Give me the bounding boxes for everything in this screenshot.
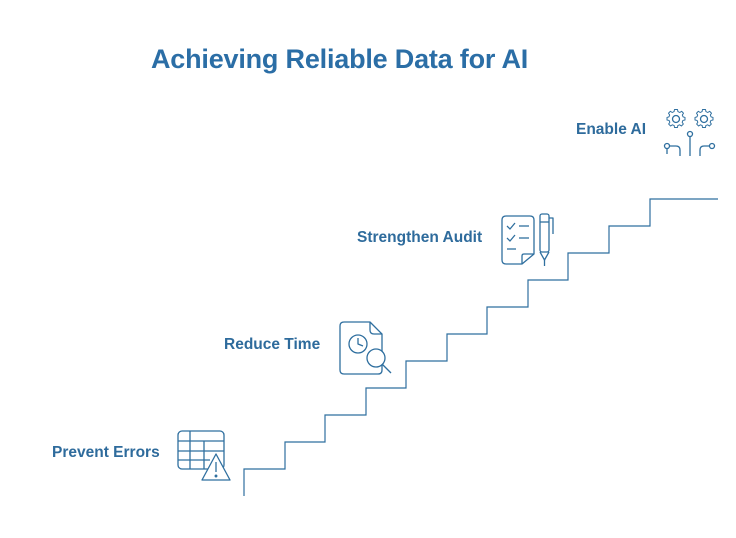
clock-search-icon <box>338 320 394 378</box>
step-label-enable-ai: Enable AI <box>576 121 647 138</box>
step-label-reduce-time: Reduce Time <box>224 336 321 353</box>
gears-circuit-icon <box>662 104 720 160</box>
step-label-prevent-errors: Prevent Errors <box>52 444 160 461</box>
step-label-strengthen-audit: Strengthen Audit <box>357 229 483 246</box>
diagram-title: Achieving Reliable Data for AI <box>151 44 529 74</box>
spreadsheet-warning-icon <box>176 428 234 484</box>
checklist-pen-icon <box>500 212 558 268</box>
